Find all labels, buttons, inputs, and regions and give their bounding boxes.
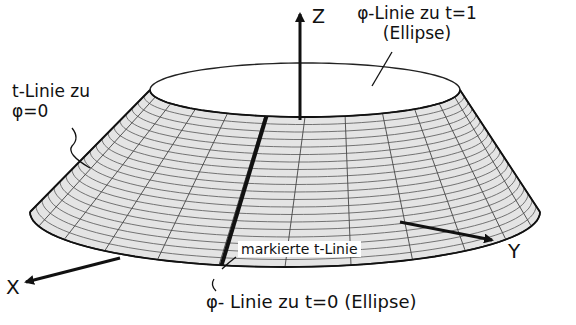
axis-label: Y [508, 240, 520, 263]
x-axis [26, 258, 120, 282]
leader-line [71, 128, 90, 168]
t-line [158, 113, 228, 259]
curve-label: t-Linie zu φ=0 [12, 82, 92, 121]
cone-surface [30, 63, 540, 267]
bottom-ellipse [30, 212, 540, 267]
top-ellipse [150, 90, 460, 117]
axis-label: Z [312, 6, 325, 28]
curve-label: φ-Linie zu t=1 (Ellipse) [336, 4, 498, 43]
t-line [39, 97, 156, 226]
phi-line [96, 145, 496, 185]
phi-line [144, 96, 464, 124]
leader-line [222, 257, 236, 269]
phi-line [66, 175, 516, 222]
axis-label: X [6, 276, 20, 299]
y-axis [400, 222, 492, 240]
top-ellipse-back [150, 63, 460, 90]
t-line [439, 104, 506, 240]
t-line [455, 97, 532, 226]
leader-line [372, 52, 392, 86]
t-line [383, 113, 413, 259]
surface-fill [30, 90, 540, 267]
phi-line [132, 108, 472, 139]
silhouette [460, 90, 540, 212]
curve-label: φ- Linie zu t=0 (Ellipse) [206, 292, 417, 313]
leader-line [212, 279, 216, 291]
z-axis [299, 14, 302, 120]
curve-label: markierte t-Linie [238, 241, 361, 257]
